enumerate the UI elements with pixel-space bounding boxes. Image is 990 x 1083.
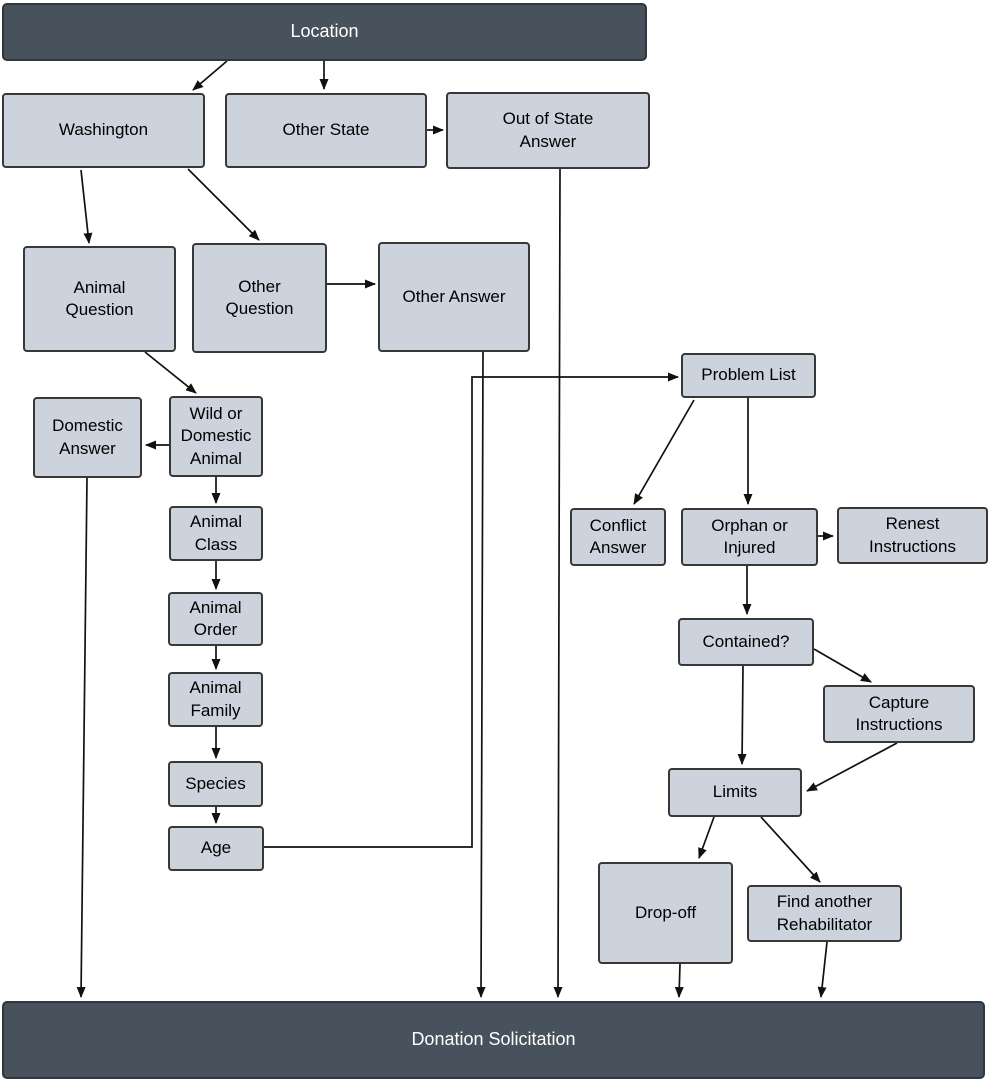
node-renest-instructions: Renest Instructions — [837, 507, 988, 564]
node-animal-question: Animal Question — [23, 246, 176, 352]
edge-contained-capture-instructions — [813, 648, 872, 683]
edge-other-answer-donation — [476, 351, 486, 998]
edge-out-of-state-answer-donation — [553, 168, 563, 998]
node-drop-off: Drop-off — [598, 862, 733, 964]
node-animal-family: Animal Family — [168, 672, 263, 727]
node-species: Species — [168, 761, 263, 807]
node-donation-solicitation: Donation Solicitation — [2, 1001, 985, 1079]
edge-washington-animal-question — [80, 169, 93, 244]
edge-washington-other-question — [187, 168, 260, 241]
node-out-of-state-answer: Out of State Answer — [446, 92, 650, 169]
edge-drop-off-donation — [674, 963, 684, 998]
node-problem-list: Problem List — [681, 353, 816, 398]
node-capture-instructions: Capture Instructions — [823, 685, 975, 743]
edge-contained-limits — [737, 665, 747, 765]
node-contained: Contained? — [678, 618, 814, 666]
node-conflict-answer: Conflict Answer — [570, 508, 666, 566]
node-other-question: Other Question — [192, 243, 327, 353]
edge-animal-question-wild-or-domestic — [144, 351, 197, 394]
node-other-answer: Other Answer — [378, 242, 530, 352]
node-wild-or-domestic-animal: Wild or Domestic Animal — [169, 396, 263, 477]
edge-problem-list-conflict-answer — [633, 399, 695, 505]
node-age: Age — [168, 826, 264, 871]
node-domestic-answer: Domestic Answer — [33, 397, 142, 478]
edge-capture-instructions-limits — [806, 742, 898, 792]
node-animal-class: Animal Class — [169, 506, 263, 561]
node-limits: Limits — [668, 768, 802, 817]
edge-location-washington — [192, 60, 228, 91]
node-location: Location — [2, 3, 647, 61]
node-find-another-rehabilitator: Find another Rehabilitator — [747, 885, 902, 942]
edge-find-another-donation — [817, 941, 828, 998]
edge-limits-drop-off — [698, 816, 715, 859]
node-washington: Washington — [2, 93, 205, 168]
node-other-state: Other State — [225, 93, 427, 168]
edge-age-problem-list — [264, 372, 679, 848]
edge-domestic-answer-donation — [76, 477, 88, 998]
node-orphan-or-injured: Orphan or Injured — [681, 508, 818, 566]
edge-limits-find-another — [760, 816, 821, 883]
node-animal-order: Animal Order — [168, 592, 263, 646]
